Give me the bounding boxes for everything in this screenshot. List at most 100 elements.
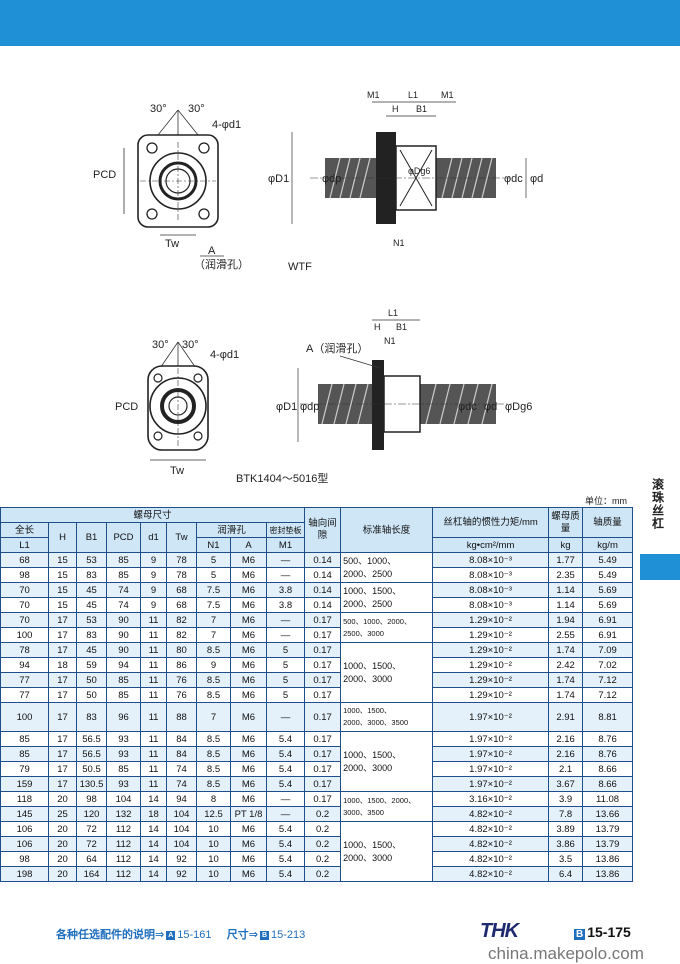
table-cell: 8.08×10⁻³ — [432, 552, 550, 568]
table-cell: 145 — [0, 806, 49, 822]
table-cell: 0.14 — [304, 567, 342, 583]
bottom-side-view: L1 H B1 A（润滑孔） N1 φD1 φdp φdc φd φDg6 BT… — [236, 308, 532, 485]
table-cell: M6 — [230, 582, 267, 598]
table-cell: 78 — [166, 567, 197, 583]
table-cell: 94 — [106, 657, 141, 673]
table-cell: 0.14 — [304, 582, 342, 598]
table-cell: 12.5 — [196, 806, 231, 822]
table-cell: 8.5 — [196, 776, 231, 792]
table-cell: 68 — [0, 552, 49, 568]
table-cell: 74 — [106, 582, 141, 598]
top-angle2: 30° — [188, 103, 205, 115]
watermark: china.makepolo.com — [488, 944, 644, 963]
table-cell: 5.4 — [265, 821, 306, 837]
table-cell: 1.29×10⁻² — [432, 627, 550, 643]
table-cell: 5.69 — [582, 582, 634, 598]
table-cell: 7 — [196, 702, 231, 732]
table-cell: 74 — [106, 597, 141, 613]
table-cell: 84 — [166, 731, 197, 747]
table-cell: 2.35 — [548, 567, 584, 583]
table-cell: 9 — [140, 567, 167, 583]
dims-ref[interactable]: 15-213 — [270, 929, 306, 941]
table-cell: 7.09 — [582, 642, 634, 658]
table-cell: 72 — [76, 821, 107, 837]
table-cell: 53 — [76, 612, 107, 628]
table-cell: 1.74 — [548, 672, 584, 688]
side-h: H — [392, 104, 399, 114]
m1-header: M1 — [265, 537, 306, 553]
table-cell: 5.4 — [265, 731, 306, 747]
table-cell: 98 — [76, 791, 107, 807]
table-cell: 85 — [106, 687, 141, 703]
table-cell: 4.82×10⁻² — [432, 836, 550, 852]
table-cell: M6 — [230, 612, 267, 628]
table-cell: 5 — [265, 687, 306, 703]
table-cell: 5.69 — [582, 597, 634, 613]
table-cell: 78 — [166, 552, 197, 568]
side-dp: φdp — [322, 173, 341, 185]
table-cell: 0.17 — [304, 761, 342, 777]
table-cell: 83 — [76, 567, 107, 583]
table-cell: 6.91 — [582, 627, 634, 643]
table-cell: 2.55 — [548, 627, 584, 643]
table-cell: 5 — [196, 567, 231, 583]
std-length-cell: 1000、1500、2000、3000、3500 — [340, 702, 434, 732]
side-title-tab: 滚珠丝杠 — [640, 478, 676, 530]
table-cell: 1.97×10⁻² — [432, 761, 550, 777]
dims-box-icon: B — [259, 930, 269, 940]
table-cell: M6 — [230, 731, 267, 747]
table-cell: 13.86 — [582, 851, 634, 867]
table-cell: 98 — [0, 851, 49, 867]
std-length-cell: 500、1000、2000、2500 — [340, 552, 434, 583]
table-cell: 159 — [0, 776, 49, 792]
bottom-pcd-label: PCD — [115, 401, 138, 413]
table-cell: 7 — [196, 627, 231, 643]
table-cell: 10 — [196, 836, 231, 852]
table-cell: 1.97×10⁻² — [432, 702, 550, 732]
table-cell: 100 — [0, 702, 49, 732]
table-cell: 13.86 — [582, 866, 634, 882]
table-cell: 0.17 — [304, 612, 342, 628]
l1-header: 全长 — [0, 522, 49, 538]
table-cell: 112 — [106, 851, 141, 867]
options-link-label[interactable]: 各种任选配件的说明⇒ — [56, 929, 165, 941]
table-cell: 1.29×10⁻² — [432, 672, 550, 688]
table-cell: 11.08 — [582, 791, 634, 807]
std-length-line: 500、1000、2000、 — [343, 616, 412, 626]
table-cell: 96 — [106, 702, 141, 732]
table-cell: 1.77 — [548, 552, 584, 568]
top-a-label: A — [208, 245, 216, 257]
table-cell: 0.17 — [304, 627, 342, 643]
page-number-text: 15-175 — [587, 924, 631, 940]
table-cell: 4.82×10⁻² — [432, 866, 550, 882]
std-length-line: 1000、1500、 — [343, 706, 392, 715]
table-cell: 106 — [0, 821, 49, 837]
table-cell: 82 — [166, 627, 197, 643]
table-cell: 70 — [0, 612, 49, 628]
table-cell: 3.89 — [548, 821, 584, 837]
table-cell: 94 — [166, 791, 197, 807]
table-cell: 85 — [106, 567, 141, 583]
table-cell: 83 — [76, 702, 107, 732]
table-cell: — — [265, 552, 306, 568]
dims-link-label[interactable]: 尺寸⇒ — [226, 929, 258, 941]
table-cell: 10 — [196, 851, 231, 867]
table-cell: 106 — [0, 836, 49, 852]
table-cell: 0.17 — [304, 746, 342, 762]
table-cell: 11 — [140, 672, 167, 688]
table-cell: 9 — [140, 597, 167, 613]
table-cell: 14 — [140, 851, 167, 867]
nut-mass-unit-header: kg — [548, 537, 584, 553]
options-ref[interactable]: 15-161 — [177, 929, 212, 941]
table-cell: 17 — [48, 642, 77, 658]
table-cell: 5.4 — [265, 836, 306, 852]
table-cell: M6 — [230, 746, 267, 762]
table-cell: M6 — [230, 821, 267, 837]
technical-drawing: 30° 30° 4-φd1 PCD Tw A （润滑孔） — [93, 90, 543, 485]
table-cell: 2.91 — [548, 702, 584, 732]
table-cell: 11 — [140, 687, 167, 703]
table-cell: 85 — [106, 672, 141, 688]
